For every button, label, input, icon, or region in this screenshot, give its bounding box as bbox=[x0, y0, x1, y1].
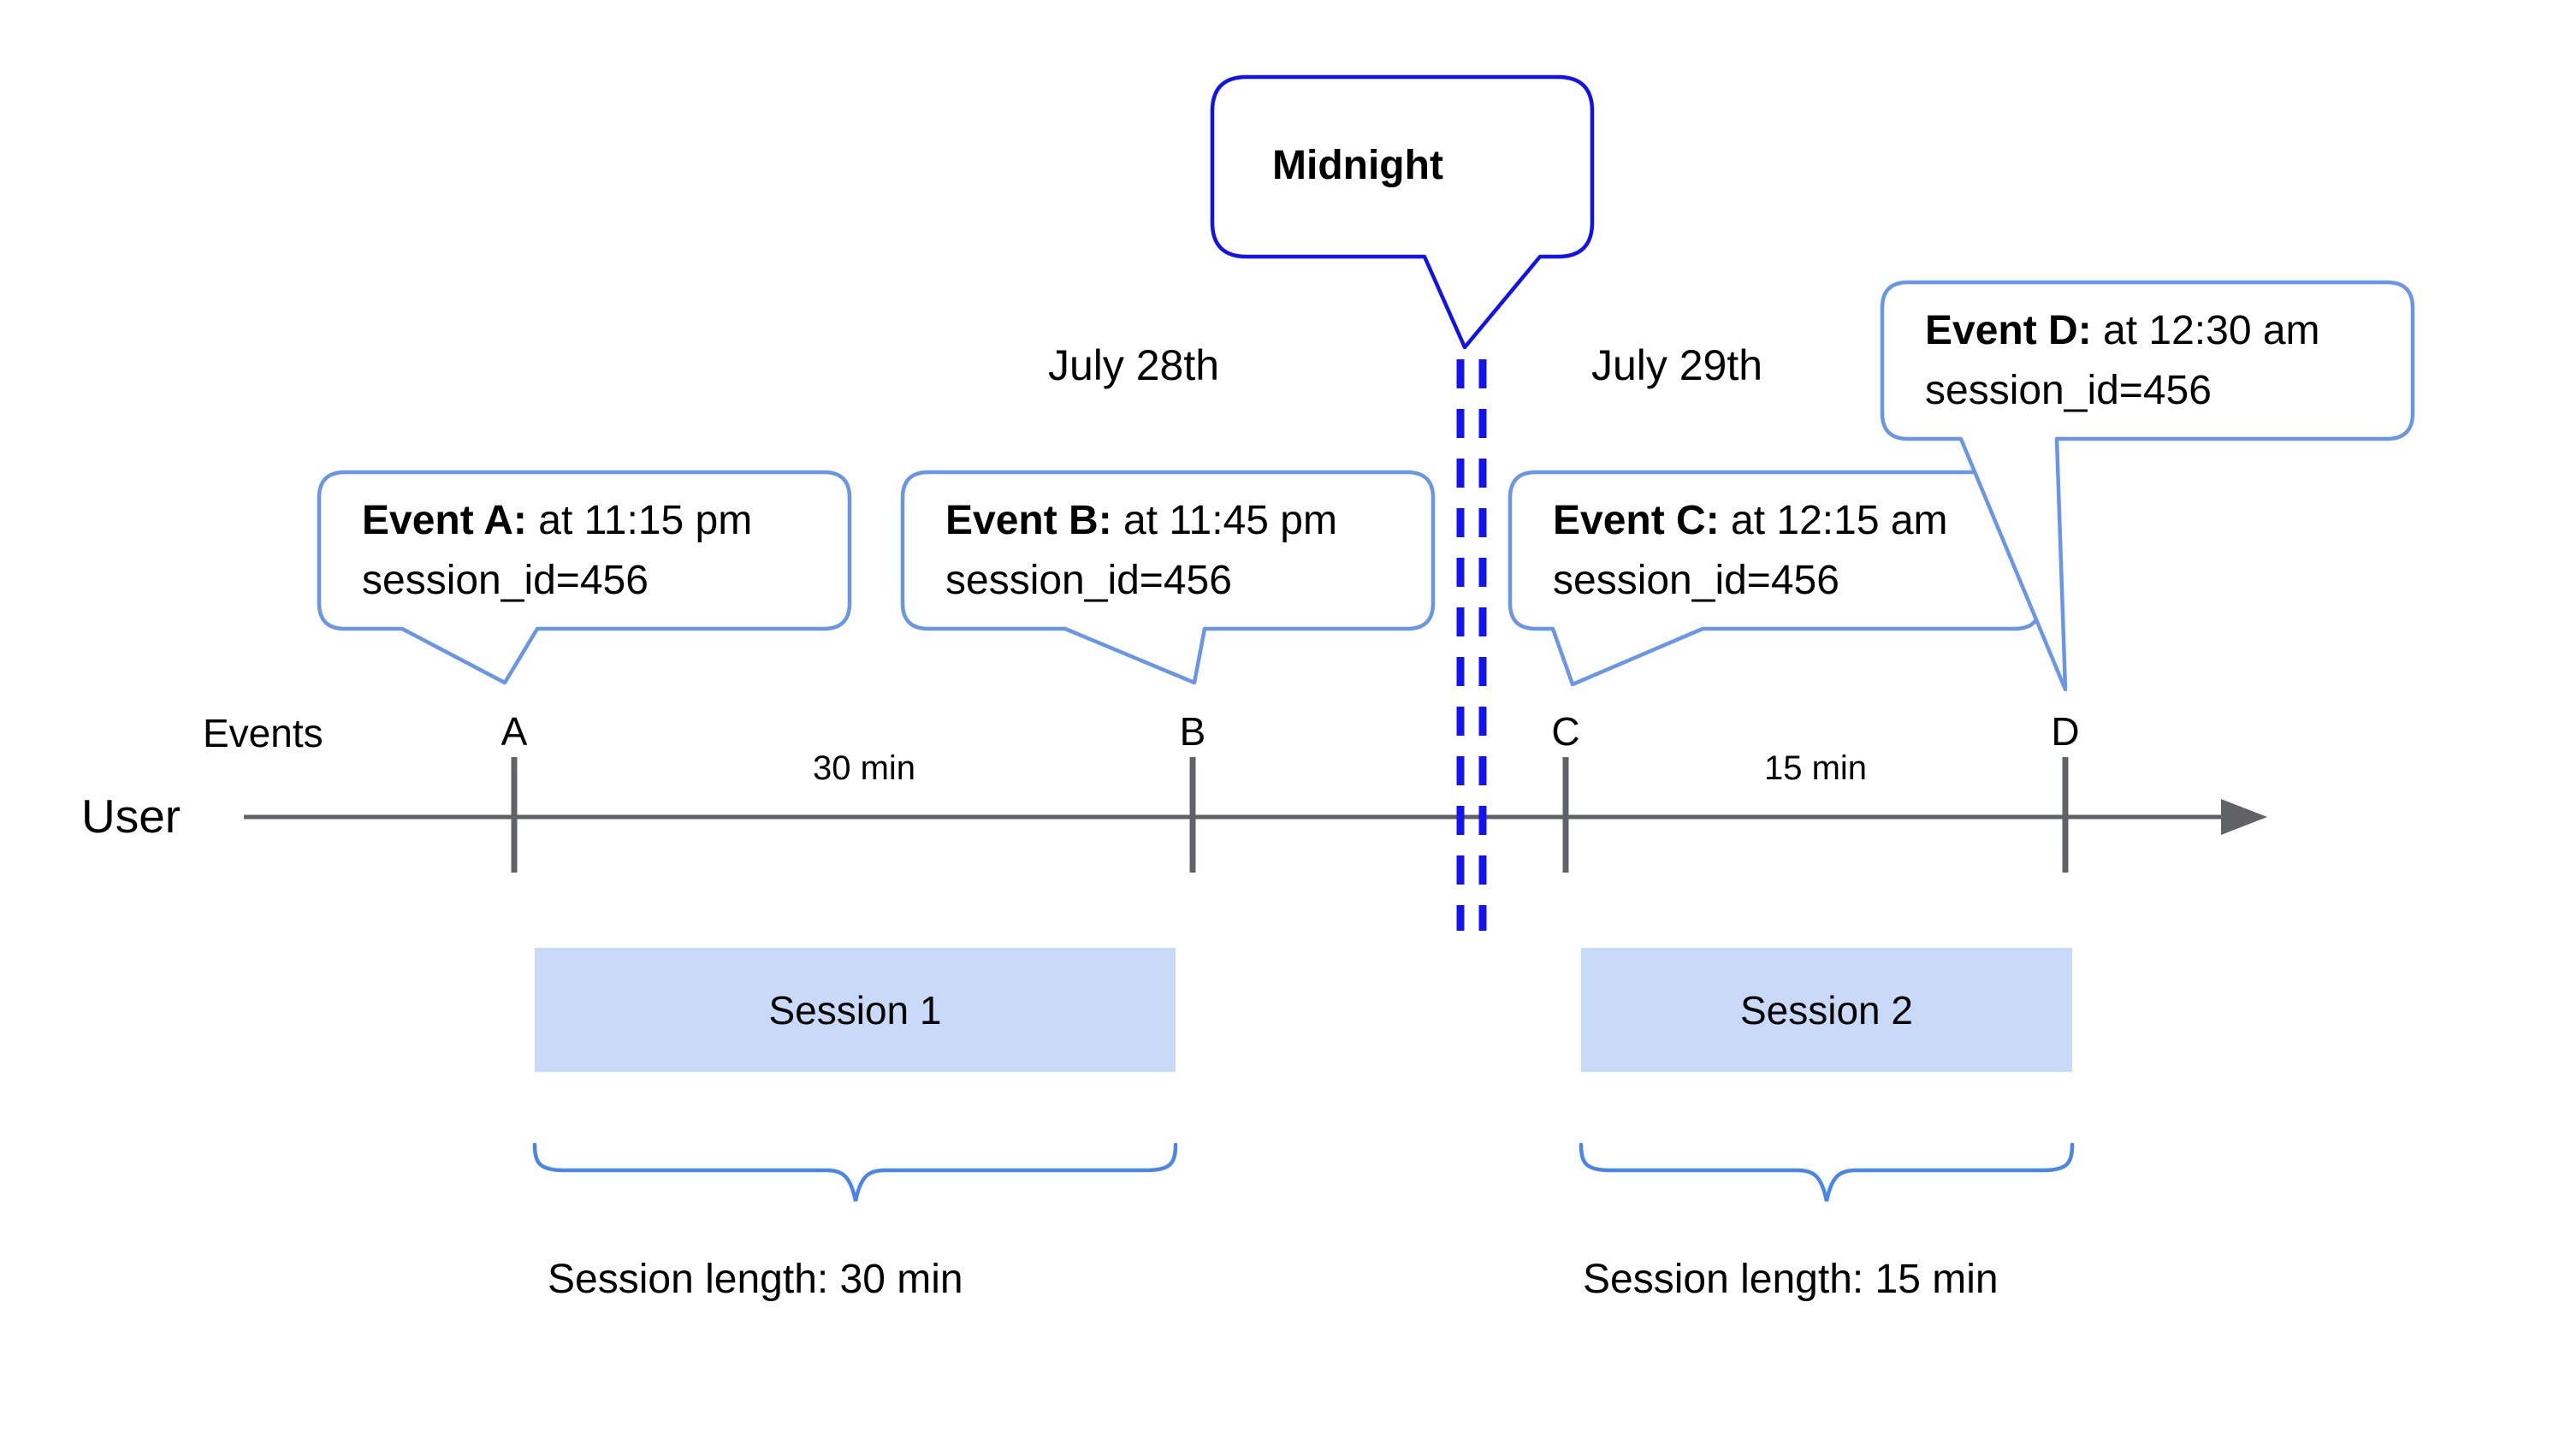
event-c-callout-line1: Event C: at 12:15 am bbox=[1553, 497, 1948, 543]
session-1-brace bbox=[532, 1142, 1178, 1202]
event-d-callout-line2: session_id=456 bbox=[1925, 367, 2212, 413]
event-d-callout-text: Event D: at 12:30 am session_id=456 bbox=[1925, 282, 2320, 439]
event-b-callout-bubble bbox=[900, 470, 1436, 685]
event-letter-c: C bbox=[1551, 709, 1580, 754]
event-b-callout-text: Event B: at 11:45 pm session_id=456 bbox=[945, 472, 1337, 629]
session-2-label: Session 2 bbox=[1739, 987, 1913, 1033]
event-c-callout-line2: session_id=456 bbox=[1553, 557, 1839, 603]
user-axis-label: User bbox=[81, 790, 181, 843]
session-1-bar bbox=[535, 948, 1176, 1072]
event-d-callout-bubble bbox=[1880, 280, 2415, 692]
event-a-callout-line2: session_id=456 bbox=[362, 557, 649, 603]
session-1-length-label: Session length: 30 min bbox=[548, 1257, 963, 1302]
interval-label-15min: 15 min bbox=[1763, 749, 1868, 787]
event-d-callout-line1: Event D: at 12:30 am bbox=[1925, 307, 2320, 353]
session-2-length-label: Session length: 15 min bbox=[1583, 1257, 1999, 1302]
session-1-label: Session 1 bbox=[768, 987, 942, 1033]
midnight-label: Midnight bbox=[1272, 143, 1443, 188]
event-b-callout-line2: session_id=456 bbox=[945, 557, 1232, 603]
event-a-callout-bubble bbox=[317, 470, 852, 685]
event-c-callout-text: Event C: at 12:15 am session_id=456 bbox=[1553, 472, 1948, 629]
event-b-callout-line1: Event B: at 11:45 pm bbox=[945, 497, 1337, 543]
session-2-bar bbox=[1581, 948, 2072, 1072]
timeline-arrowhead-icon bbox=[2221, 799, 2267, 835]
event-letter-a: A bbox=[501, 709, 528, 754]
session-2-brace bbox=[1579, 1142, 2075, 1202]
event-a-callout-line1: Event A: at 11:15 pm bbox=[362, 497, 753, 543]
event-letter-d: D bbox=[2051, 709, 2080, 754]
midnight-callout-bubble bbox=[1210, 74, 1595, 350]
event-letter-b: B bbox=[1179, 709, 1206, 754]
interval-label-30min: 30 min bbox=[812, 749, 916, 787]
events-row-label: Events bbox=[203, 711, 323, 755]
date-label-july-28: July 28th bbox=[1047, 341, 1220, 389]
date-label-july-29: July 29th bbox=[1590, 341, 1763, 389]
event-a-callout-text: Event A: at 11:15 pm session_id=456 bbox=[362, 472, 752, 629]
